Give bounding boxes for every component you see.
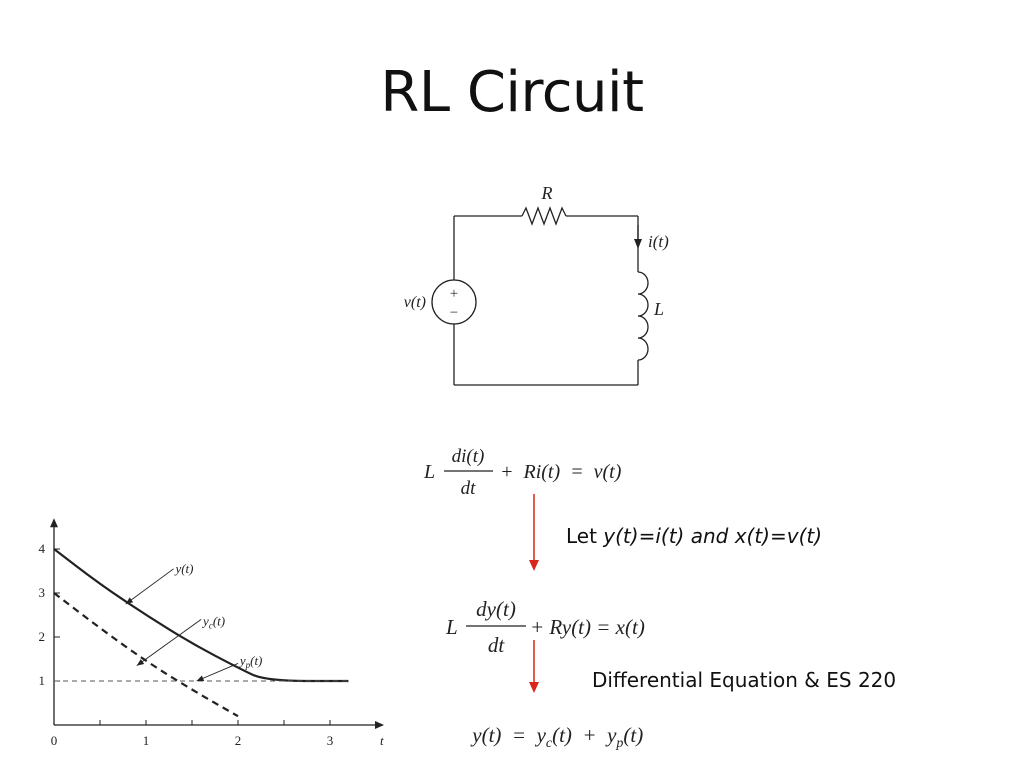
response-chart: 0 1 2 3 1 2 3 4 t y(t) yc(t) yp(t) (39, 518, 385, 748)
x-tick-label: 2 (235, 733, 242, 748)
series-line-2 (53, 592, 239, 718)
rl-circuit-diagram: + − R i(t) L v(t) (404, 183, 669, 386)
eq2-numerator: dy(t) (476, 597, 516, 621)
annotation-arrow-icon (136, 659, 145, 666)
series-label-3: yp(t) (238, 653, 263, 670)
eq3-sub-c: c (546, 736, 553, 751)
resistor-symbol (521, 206, 567, 226)
equation-differential: L dy(t) dt + Ry(t) = x(t) (445, 597, 645, 657)
substitution-x: x(t)=v(t) (734, 524, 823, 548)
down-arrow-icon (529, 494, 539, 571)
eq3-sub-p: p (615, 736, 623, 751)
chart-annotations: y(t) yc(t) yp(t) (125, 561, 263, 682)
current-label: i(t) (648, 232, 669, 251)
substitution-y: y(t)=i(t) (603, 524, 685, 548)
voltage-source-symbol (431, 279, 477, 325)
source-label: v(t) (404, 294, 426, 311)
equation-solution-sum: y(t) = yc(t) + yp(t) (446, 723, 659, 751)
x-axis-label: t (380, 733, 384, 748)
down-arrow-icon-2 (529, 640, 539, 693)
substitution-text: Let y(t)=i(t) and x(t)=v(t) (566, 524, 822, 548)
annotation-arrow-icon (125, 597, 134, 604)
substitution-prefix: Let (566, 524, 604, 548)
series-label-2: yc(t) (201, 614, 225, 631)
inductor-label: L (653, 299, 664, 319)
x-tick-label: 3 (327, 733, 334, 748)
slide-title: RL Circuit (380, 60, 644, 125)
eq2-denominator: dt (488, 633, 506, 657)
eq1-rest: + Ri(t) = v(t) (500, 461, 622, 483)
equation-kvl: L di(t) dt + Ri(t) = v(t) (423, 446, 622, 499)
x-tick-label: 1 (143, 733, 150, 748)
chart-series (53, 548, 349, 718)
course-note: Differential Equation & ES 220 (592, 668, 897, 692)
source-plus: + (450, 286, 458, 302)
y-tick-label: 1 (39, 673, 46, 688)
eq2-rest: + Ry(t) = x(t) (530, 615, 645, 639)
y-axis-arrow-icon (50, 518, 58, 528)
x-tick-label: 0 (51, 733, 58, 748)
eq1-denominator: dt (461, 478, 477, 499)
x-axis-arrow-icon (375, 721, 384, 729)
y-tick-label: 4 (39, 541, 46, 556)
chart-axes (50, 518, 384, 729)
y-tick-label: 2 (39, 629, 46, 644)
eq2-coef: L (445, 615, 458, 639)
source-minus: − (450, 305, 458, 321)
series-line-1 (53, 548, 349, 683)
current-arrow-icon (634, 239, 642, 249)
y-tick-label: 3 (39, 585, 46, 600)
eq3-text: y(t) = yc(t) + yp(t) (446, 723, 659, 751)
resistor-label: R (541, 183, 553, 203)
eq3-lhs: y(t) = y (470, 723, 546, 747)
eq1-numerator: di(t) (452, 446, 485, 467)
chart-ticks: 0 1 2 3 1 2 3 4 t (39, 541, 385, 748)
annotation-leader (196, 662, 239, 682)
series-label-1: y(t) (173, 561, 193, 576)
eq1-coef: L (423, 461, 435, 483)
annotation-leader (125, 568, 174, 605)
substitution-mid: and (684, 524, 735, 548)
annotation-arrow-icon (196, 675, 205, 682)
inductor-symbol (637, 271, 649, 361)
annotation-leader (136, 619, 202, 666)
